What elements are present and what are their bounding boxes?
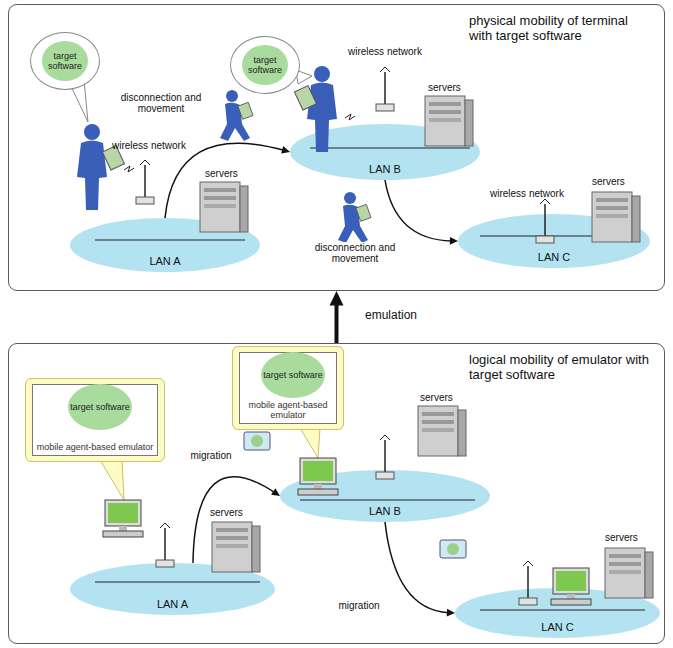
- tablet: [294, 86, 316, 110]
- edge-label: disconnection and movement: [298, 242, 412, 264]
- server: [200, 182, 248, 232]
- part-label: servers: [428, 82, 461, 93]
- edge-label: emulation: [350, 309, 432, 322]
- part-label: servers: [605, 532, 638, 543]
- migration-icon: [244, 432, 270, 450]
- panel-title: logical mobility of emulator with target…: [469, 352, 649, 382]
- software-label: mobile agent-based emulator: [36, 442, 154, 452]
- connector-line: [335, 302, 339, 343]
- panel: logical mobility of emulator with target…: [8, 343, 665, 644]
- part-label: servers: [592, 176, 625, 187]
- lan-cable: [95, 240, 245, 241]
- antenna: [136, 160, 154, 204]
- migration-icon: [440, 540, 466, 558]
- connector-line: [385, 180, 452, 241]
- lan-label: LAN A: [149, 255, 180, 267]
- software-circle: target software: [261, 352, 325, 398]
- connector: [385, 180, 458, 245]
- part-label: servers: [210, 507, 243, 518]
- lan-cable: [480, 610, 645, 611]
- callout-tail: [100, 460, 124, 500]
- emulator-callout: mobile agent-based emulator target softwa…: [232, 346, 344, 430]
- connector: [330, 291, 344, 343]
- connector-line: [385, 522, 449, 613]
- software-label: mobile agent-based emulator: [243, 400, 333, 420]
- lan-cable: [95, 582, 260, 583]
- connector-line: [193, 477, 275, 563]
- part-label: wireless network: [348, 46, 422, 57]
- running-person: [220, 90, 253, 141]
- lan-cable: [310, 148, 470, 149]
- running-person: [338, 192, 371, 243]
- antenna: [519, 561, 537, 605]
- lan-ellipse: LAN B: [280, 470, 490, 522]
- part-label: servers: [205, 168, 238, 179]
- lan-ellipse: LAN C: [455, 588, 660, 638]
- person: [77, 124, 107, 210]
- emulator-callout: mobile agent-based emulator target softwa…: [25, 378, 165, 462]
- antenna: [536, 199, 554, 243]
- server: [425, 96, 473, 146]
- computer: [298, 458, 338, 495]
- lan-ellipse: LAN A: [70, 563, 275, 615]
- wireless-sign: [345, 114, 355, 120]
- lan-label: LAN A: [157, 598, 188, 610]
- computer: [551, 568, 591, 605]
- callout-tail: [300, 428, 320, 458]
- antenna: [156, 523, 174, 567]
- arrowhead: [450, 237, 458, 245]
- software-label: target software: [263, 370, 323, 380]
- edge-label: migration: [182, 450, 240, 461]
- lan-ellipse: LAN B: [290, 124, 480, 180]
- lan-label: LAN B: [369, 505, 401, 517]
- arrowhead: [271, 488, 280, 496]
- part-label: wireless network: [112, 140, 186, 151]
- lan-label: LAN B: [369, 163, 401, 175]
- part-label: wireless network: [490, 188, 564, 199]
- person: [307, 66, 337, 152]
- speech-bubble: target software: [30, 32, 100, 90]
- connector: [385, 522, 455, 617]
- computer: [103, 500, 143, 537]
- lan-cable: [300, 500, 475, 501]
- connector: [165, 143, 290, 218]
- connector-line: [165, 143, 284, 218]
- arrowhead: [281, 146, 290, 154]
- server: [212, 522, 260, 572]
- edge-label: migration: [330, 600, 388, 611]
- lan-ellipse: LAN C: [458, 214, 650, 268]
- speech-bubble: target software: [230, 36, 300, 94]
- wireless-sign: [124, 166, 134, 172]
- antenna: [376, 435, 394, 479]
- arrowhead: [330, 291, 344, 305]
- panel-title: physical mobility of terminal with targe…: [469, 13, 649, 43]
- software-circle: target software: [68, 384, 132, 430]
- software-label: target software: [42, 41, 88, 81]
- antenna: [376, 67, 394, 111]
- lan-ellipse: LAN A: [70, 218, 260, 272]
- lan-label: LAN C: [541, 621, 573, 633]
- server: [418, 406, 466, 456]
- software-label: target software: [242, 45, 288, 85]
- server: [592, 192, 640, 242]
- connector: [193, 477, 280, 563]
- lan-label: LAN C: [538, 251, 570, 263]
- software-label: target software: [70, 402, 130, 412]
- edge-label: disconnection and movement: [110, 92, 212, 114]
- arrowhead: [447, 609, 455, 617]
- server: [605, 548, 653, 598]
- part-label: servers: [420, 392, 453, 403]
